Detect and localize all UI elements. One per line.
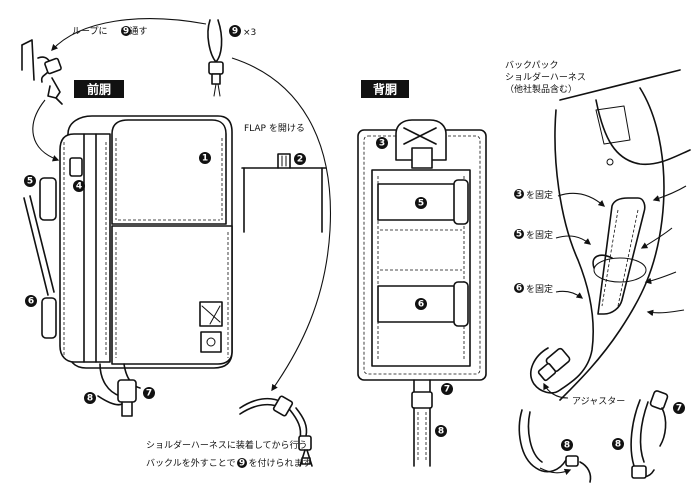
svg-text:4: 4	[76, 182, 82, 192]
callout-5-back: 5	[415, 197, 427, 209]
svg-text:1: 1	[202, 154, 208, 164]
callout-8-right-a: 8	[561, 439, 573, 451]
backpack-label-line3: （他社製品含む）	[505, 83, 577, 95]
svg-text:7: 7	[146, 389, 152, 399]
fix-6-label: を固定	[526, 283, 553, 295]
svg-text:6: 6	[418, 300, 424, 310]
front-body-illustration	[23, 99, 233, 417]
svg-text:6: 6	[28, 297, 34, 307]
times-three-label: ×3	[243, 28, 256, 38]
callout-7-front: 7	[143, 387, 155, 399]
fix-5-label: を固定	[526, 229, 553, 241]
backpack-label-line2: ショルダーハーネス	[505, 71, 586, 83]
adjuster-label: アジャスター	[572, 396, 625, 407]
bottom-strap-illustration	[239, 395, 313, 467]
callout-9: 9	[229, 25, 241, 37]
svg-text:6: 6	[516, 284, 522, 294]
svg-text:3: 3	[516, 190, 522, 200]
callout-4: 4	[73, 180, 85, 192]
callout-2: 2	[294, 153, 306, 165]
svg-text:5: 5	[27, 177, 33, 187]
svg-text:8: 8	[87, 394, 93, 404]
svg-text:8: 8	[438, 427, 444, 437]
front-title-tag: 前胴	[74, 80, 124, 98]
fix-3-label: を固定	[526, 189, 553, 201]
svg-text:9: 9	[232, 27, 238, 37]
callout-7-right: 7	[673, 402, 685, 414]
svg-text:9: 9	[123, 27, 129, 37]
callout-8-right-b: 8	[612, 438, 624, 450]
callout-6-back: 6	[415, 298, 427, 310]
callout-9-inline: 9	[121, 26, 131, 37]
svg-text:8: 8	[615, 440, 621, 450]
callout-3-fix: 3	[514, 189, 524, 200]
svg-text:8: 8	[564, 441, 570, 451]
svg-text:前胴: 前胴	[87, 82, 111, 97]
callout-5-front: 5	[24, 175, 36, 187]
callout-7-back: 7	[441, 383, 453, 395]
bottom-note-line1: ショルダーハーネスに装着してから行う	[146, 439, 308, 451]
back-body-illustration	[357, 119, 487, 467]
svg-text:5: 5	[516, 230, 522, 240]
svg-text:9: 9	[239, 459, 245, 469]
backpack-harness-illustration	[530, 69, 691, 401]
bottom-right-loops-illustration	[518, 390, 669, 483]
svg-text:7: 7	[676, 404, 682, 414]
callout-1: 1	[199, 152, 211, 164]
callout-6-fix: 6	[514, 283, 524, 294]
backpack-label-line1: バックパック	[505, 60, 559, 71]
svg-text:背胴: 背胴	[373, 82, 397, 97]
bottom-note-line2: バックルを外すことでを付けられます	[146, 457, 311, 469]
callout-8-front: 8	[84, 392, 96, 404]
flap-open-label: FLAP を開ける	[244, 123, 305, 134]
loop-instruction-label: ループにを通す	[72, 26, 147, 37]
svg-text:2: 2	[297, 155, 303, 165]
callout-9-note: 9	[237, 458, 247, 469]
callout-3: 3	[376, 137, 388, 149]
svg-text:7: 7	[444, 385, 450, 395]
top-loop-illustration	[21, 18, 332, 392]
callout-8-back: 8	[435, 425, 447, 437]
back-title-tag: 背胴	[361, 80, 409, 98]
callout-6-front: 6	[25, 295, 37, 307]
svg-text:5: 5	[418, 199, 424, 209]
flap-detail-illustration	[241, 153, 327, 233]
callout-5-fix: 5	[514, 229, 524, 240]
svg-text:3: 3	[379, 139, 385, 149]
